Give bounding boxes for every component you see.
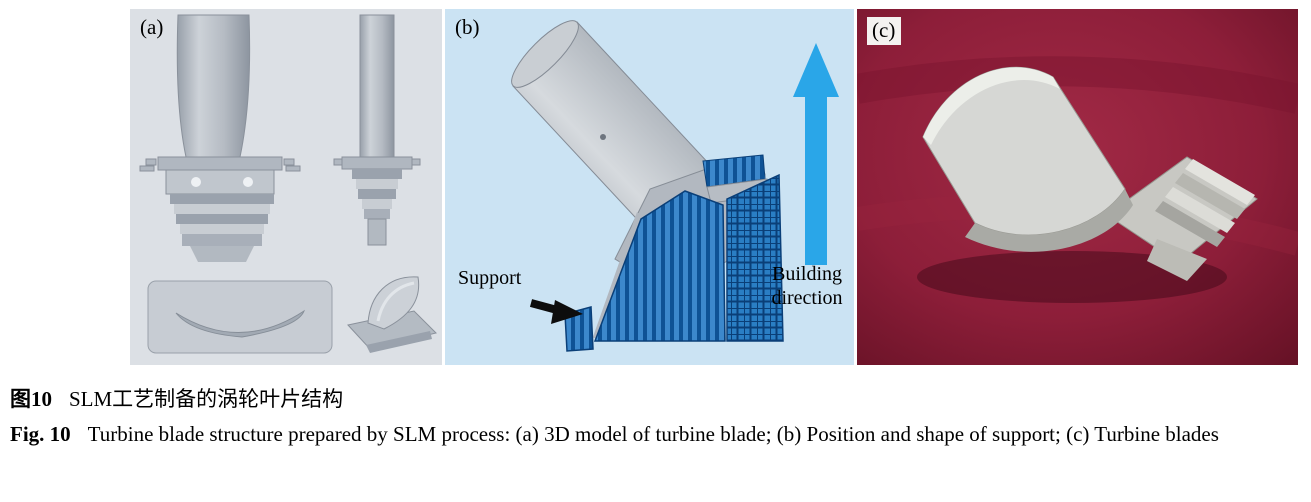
building-direction-label: Building direction <box>771 263 843 309</box>
caption-chinese: 图10 SLM工艺制备的涡轮叶片结构 <box>10 382 1300 416</box>
support-label: Support <box>458 267 522 289</box>
blade-3d-model <box>347 276 437 353</box>
panel-a-label: (a) <box>140 15 164 39</box>
panel-a: (a) <box>130 9 442 365</box>
caption-english-text: Turbine blade structure prepared by SLM … <box>87 422 1219 446</box>
building-direction-arrow-icon <box>793 43 839 265</box>
panel-c: (c) <box>857 9 1298 365</box>
support-arrow-icon <box>529 299 583 324</box>
support-lattice <box>564 173 784 352</box>
felt-texture <box>857 56 1298 114</box>
figure-panels: (a) <box>130 9 1298 365</box>
panel-c-label: (c) <box>867 17 902 45</box>
blade-side-view <box>333 14 421 246</box>
airfoil-cross-section <box>147 280 333 354</box>
caption-english-tag: Fig. 10 <box>10 422 71 446</box>
panel-c-photo <box>857 9 1298 365</box>
panel-b-drawing <box>445 9 854 365</box>
blade-front-view <box>139 14 301 262</box>
caption-chinese-text: SLM工艺制备的涡轮叶片结构 <box>69 387 344 411</box>
turbine-blade-photo <box>917 66 1258 303</box>
caption-chinese-tag: 图10 <box>10 387 52 411</box>
panel-b-label: (b) <box>455 15 480 39</box>
caption-english: Fig. 10 Turbine blade structure prepared … <box>10 417 1305 451</box>
panel-a-drawing <box>130 9 442 365</box>
panel-b: (b) Support Building direction <box>445 9 854 365</box>
